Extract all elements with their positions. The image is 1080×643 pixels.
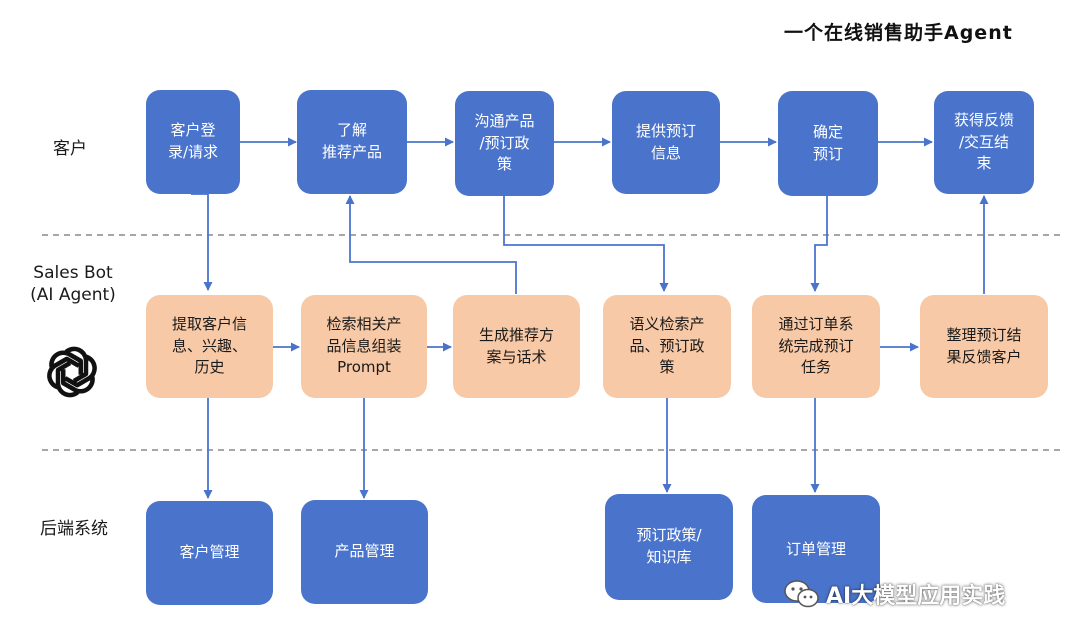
lane-label-bot: Sales Bot (AI Agent): [30, 263, 116, 306]
edge-c5-b5: [810, 196, 828, 292]
wechat-icon: [784, 580, 819, 608]
node-feedback-end[interactable]: 获得反馈 /交互结 束: [934, 91, 1034, 194]
node-generate-recommendation[interactable]: 生成推荐方 案与话术: [453, 295, 580, 398]
node-customer-management[interactable]: 客户管理: [146, 501, 273, 605]
watermark-text: AI大模型应用实践: [826, 584, 1006, 609]
lane-label-customer: 客户: [53, 139, 87, 159]
node-customer-login[interactable]: 客户登 录/请求: [146, 90, 240, 194]
watermark: AI大模型应用实践: [784, 578, 1005, 610]
page-title: 一个在线销售助手Agent: [784, 22, 1013, 44]
node-learn-recommend[interactable]: 了解 推荐产品: [297, 90, 407, 194]
node-confirm-booking[interactable]: 确定 预订: [778, 91, 878, 196]
node-feedback-result[interactable]: 整理预订结 果反馈客户: [920, 295, 1048, 398]
lane-label-backend: 后端系统: [40, 519, 108, 539]
node-extract-customer-info[interactable]: 提取客户信 息、兴趣、 历史: [146, 295, 273, 398]
node-policy-knowledge-base[interactable]: 预订政策/ 知识库: [605, 494, 733, 600]
edge-b3-c2: [345, 195, 517, 294]
node-order-management[interactable]: 订单管理: [752, 495, 880, 603]
node-provide-booking-info[interactable]: 提供预订 信息: [612, 91, 720, 194]
edge-c1-b1: [191, 193, 213, 291]
node-order-system[interactable]: 通过订单系 统完成预订 任务: [752, 295, 880, 398]
node-discuss-policy[interactable]: 沟通产品 /预订政 策: [455, 91, 554, 196]
edge-c3-b4: [503, 196, 669, 292]
node-semantic-search[interactable]: 语义检索产 品、预订政 策: [603, 295, 731, 398]
node-product-management[interactable]: 产品管理: [301, 500, 428, 604]
openai-logo-icon: [47, 346, 97, 398]
node-retrieve-prompt[interactable]: 检索相关产 品信息组装 Prompt: [301, 295, 427, 398]
